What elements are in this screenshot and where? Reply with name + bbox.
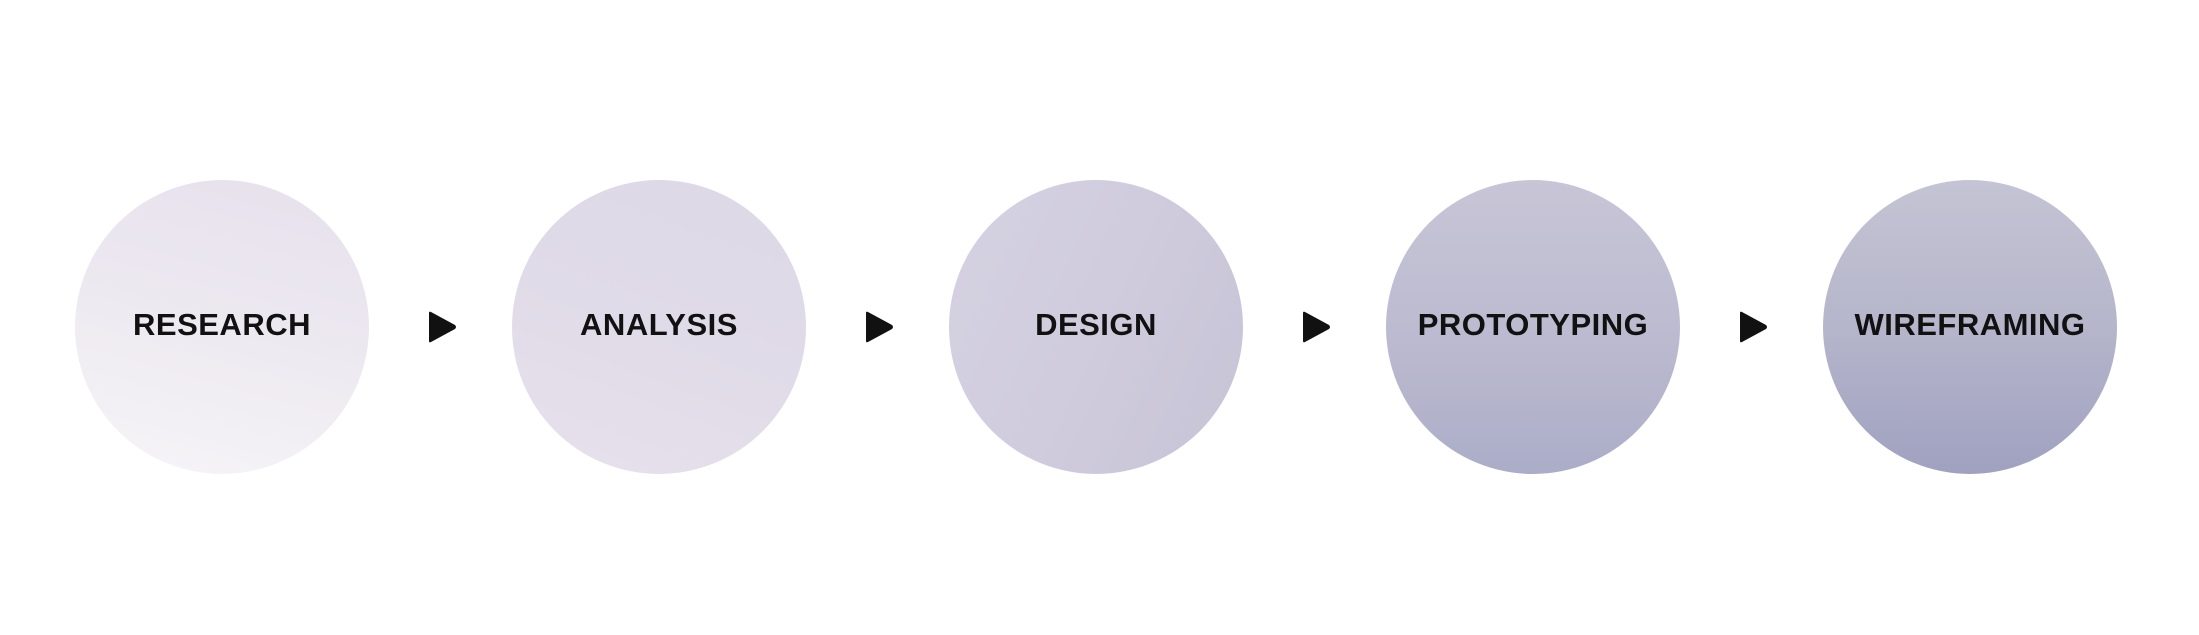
step-label: WIREFRAMING (1854, 307, 2086, 342)
step-research: RESEARCH (75, 180, 369, 474)
step-design: DESIGN (949, 180, 1243, 474)
arrow-right-icon (866, 311, 893, 343)
arrow-right-icon (1303, 311, 1330, 343)
step-label: ANALYSIS (580, 307, 738, 342)
arrow-right-icon (1740, 311, 1767, 343)
step-analysis: ANALYSIS (512, 180, 806, 474)
step-prototyping: PROTOTYPING (1386, 180, 1680, 474)
arrow-right-icon (429, 311, 456, 343)
step-label: RESEARCH (133, 307, 311, 342)
step-wireframing: WIREFRAMING (1823, 180, 2117, 474)
step-label: DESIGN (1035, 307, 1157, 342)
step-label: PROTOTYPING (1417, 307, 1649, 342)
